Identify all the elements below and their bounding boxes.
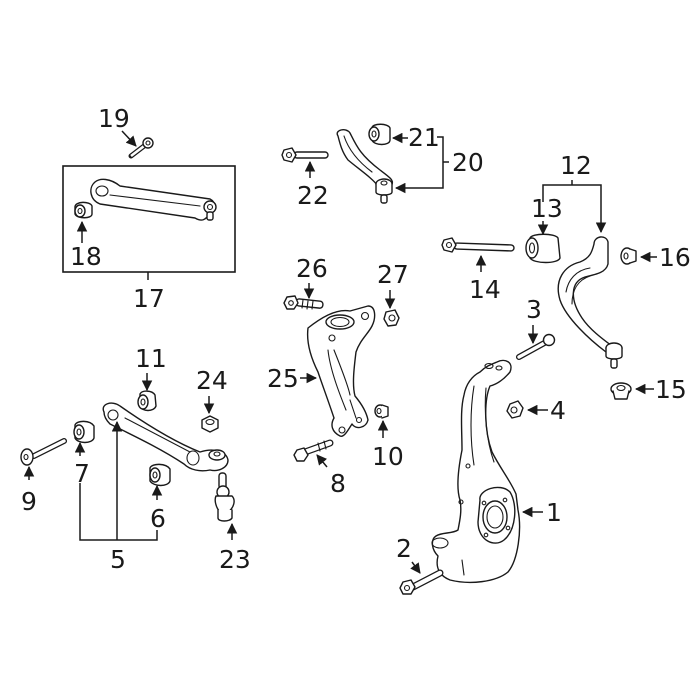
part-21-bushing[interactable] <box>368 123 391 146</box>
part-11-bushing[interactable] <box>137 390 157 412</box>
callout-24: 24 <box>196 366 228 395</box>
part-4-nut[interactable] <box>506 400 524 419</box>
leader-8 <box>316 454 328 468</box>
part-22-bolt[interactable] <box>281 147 329 163</box>
part-19-bolt[interactable] <box>128 137 154 159</box>
callout-5: 5 <box>110 545 126 574</box>
part-8-bolt[interactable] <box>293 439 334 462</box>
callout-25: 25 <box>267 364 299 393</box>
callout-9: 9 <box>21 487 37 516</box>
part-13-bushing[interactable] <box>525 233 561 264</box>
part-12-arm[interactable] <box>557 236 623 369</box>
callout-3: 3 <box>526 295 542 324</box>
part-18-bushing[interactable] <box>74 201 93 219</box>
part-16-nut[interactable] <box>620 247 637 265</box>
callout-16: 16 <box>659 243 691 272</box>
part-5-arm[interactable] <box>102 402 229 472</box>
part-25-bracket[interactable] <box>306 305 376 437</box>
callout-23: 23 <box>219 545 251 574</box>
bracket-5 <box>79 483 158 541</box>
part-7-bushing[interactable] <box>73 420 95 444</box>
part-15-nut[interactable] <box>610 382 632 400</box>
callout-22: 22 <box>297 181 329 210</box>
callout-18: 18 <box>70 242 102 271</box>
part-2-bolt[interactable] <box>399 569 444 595</box>
part-23-ball-joint[interactable] <box>214 472 235 522</box>
callout-12: 12 <box>560 151 592 180</box>
callout-6: 6 <box>150 504 166 533</box>
callout-19: 19 <box>98 104 130 133</box>
callout-1: 1 <box>546 498 562 527</box>
callout-27: 27 <box>377 260 409 289</box>
callout-17: 17 <box>133 284 165 313</box>
part-1-knuckle[interactable] <box>431 359 521 584</box>
part-27-nut[interactable] <box>383 309 400 327</box>
leader-19 <box>121 130 137 147</box>
part-14-bolt[interactable] <box>441 237 515 253</box>
callout-14: 14 <box>469 275 501 304</box>
callout-15: 15 <box>655 375 687 404</box>
part-20-arm[interactable] <box>336 129 394 204</box>
callout-11: 11 <box>135 344 167 373</box>
part-3-bolt[interactable] <box>516 333 556 360</box>
part-9-bolt[interactable] <box>20 438 67 466</box>
callout-2: 2 <box>396 534 412 563</box>
leader-2 <box>410 561 421 574</box>
callout-4: 4 <box>550 396 566 425</box>
callout-8: 8 <box>330 469 346 498</box>
assembly-17-frame <box>62 165 236 273</box>
part-17-arm[interactable] <box>90 178 217 221</box>
part-10-nut[interactable] <box>374 404 389 419</box>
callout-20: 20 <box>452 148 484 177</box>
callout-10: 10 <box>372 442 404 471</box>
part-26-bolt[interactable] <box>283 295 324 310</box>
part-6-bushing[interactable] <box>149 463 171 487</box>
callout-21: 21 <box>408 123 440 152</box>
callout-7: 7 <box>74 459 90 488</box>
callout-26: 26 <box>296 254 328 283</box>
callout-13: 13 <box>531 194 563 223</box>
part-24-nut[interactable] <box>201 415 219 433</box>
